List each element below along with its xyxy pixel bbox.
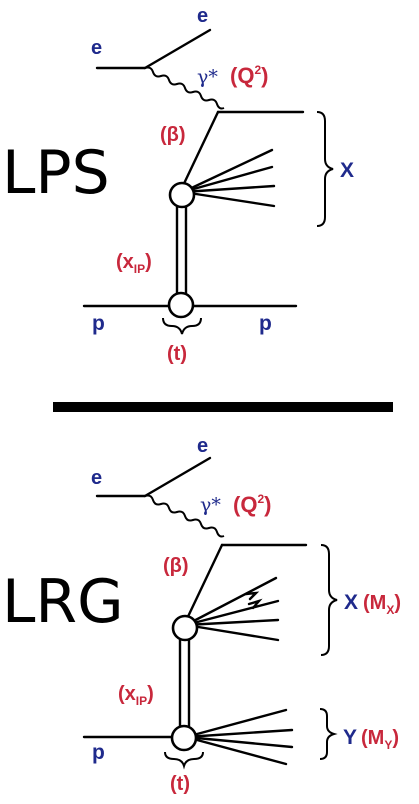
lrg-fan-line <box>184 599 280 627</box>
lps-x-label: X <box>340 159 354 182</box>
lps-beta-line <box>178 110 220 194</box>
lps-pomeron-blob <box>168 181 196 209</box>
lrg-y-fan-line <box>184 735 294 749</box>
lrg-fan-arrow <box>247 598 263 610</box>
lps-fan-line <box>181 190 276 208</box>
lps-diagram: e e γ* (Q2) (β) (xIP) p p (t) X LPS <box>2 5 354 365</box>
lrg-mass-y-label: (MY) <box>361 727 399 752</box>
lrg-virtuality-label: (Q2) <box>233 492 271 517</box>
lrg-x-brace <box>320 544 338 656</box>
lrg-t-brace <box>164 751 204 770</box>
lrg-y-fan-line <box>184 735 288 766</box>
lrg-mass-x-label: (MX) <box>363 592 401 617</box>
lps-electron-out-line <box>143 28 212 70</box>
lps-xpom-label: (xIP) <box>116 251 152 276</box>
lrg-t-label: (t) <box>170 773 190 795</box>
lps-electron-in-label: e <box>91 37 102 59</box>
lps-proton-blob <box>167 291 195 319</box>
lrg-fan-arrow <box>244 591 260 601</box>
lrg-photon-line <box>144 494 225 538</box>
lrg-x-label: X <box>344 591 358 614</box>
lps-fan-line <box>181 148 274 194</box>
lrg-beta-line <box>182 543 224 627</box>
lrg-fan-line <box>184 618 280 627</box>
lps-electron-out-label: e <box>197 5 208 27</box>
lrg-xpom-label: (xIP) <box>118 683 154 708</box>
separator-bar <box>53 402 393 412</box>
lrg-proton-in-label: p <box>92 741 105 764</box>
lrg-photon-label: γ* <box>200 494 221 516</box>
lps-t-label: (t) <box>167 343 187 365</box>
lps-photon-line <box>144 66 225 110</box>
lps-x-brace <box>316 111 334 227</box>
lps-fan-line <box>181 184 276 194</box>
lrg-proton-blob <box>170 724 198 752</box>
lps-proton-out-label: p <box>259 312 272 335</box>
lrg-y-brace <box>319 708 338 760</box>
lrg-fan-line <box>184 576 278 627</box>
lrg-electron-in-label: e <box>91 467 102 489</box>
lrg-electron-out-label: e <box>197 435 208 457</box>
lps-photon-label: γ* <box>197 66 218 88</box>
lps-proton-in-label: p <box>92 312 105 335</box>
lrg-fan-line <box>184 623 280 642</box>
lps-beta-label: (β) <box>160 124 186 146</box>
lps-title: LPS <box>2 138 110 208</box>
lrg-y-label: Y <box>343 726 357 749</box>
lrg-beta-label: (β) <box>163 555 189 577</box>
lrg-diagram: e e γ* (Q2) (β) (xIP) p (t) X (MX) Y (MY… <box>2 435 401 795</box>
lps-fan-line <box>181 165 274 194</box>
lrg-y-fan-line <box>184 708 288 739</box>
lrg-y-fan-line <box>184 728 294 739</box>
lps-virtuality-label: (Q2) <box>230 63 268 88</box>
lrg-pomeron-blob <box>171 614 199 642</box>
lrg-electron-out-line <box>143 456 212 498</box>
lps-t-brace <box>162 317 202 335</box>
lrg-title: LRG <box>2 567 124 637</box>
